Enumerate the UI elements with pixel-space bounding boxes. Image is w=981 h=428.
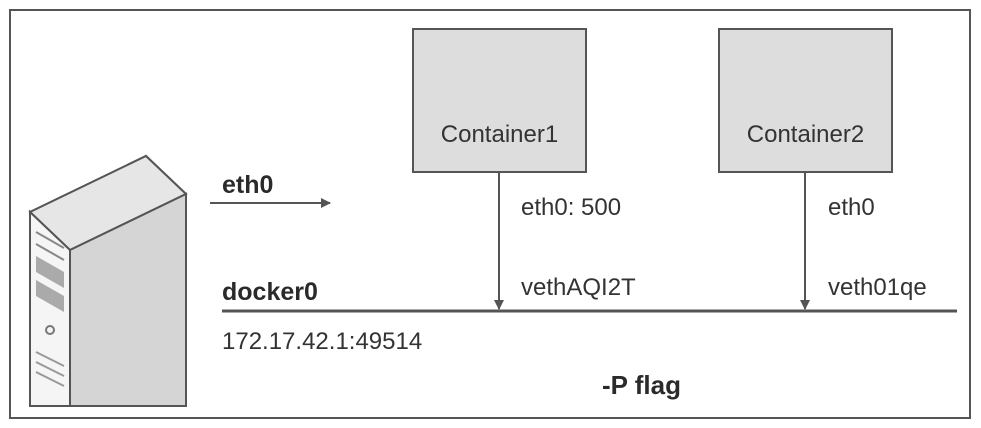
container1-veth-label: vethAQI2T xyxy=(521,274,636,301)
container2-veth-label: veth01qe xyxy=(828,274,927,301)
ip-port-label: 172.17.42.1:49514 xyxy=(222,328,423,355)
container2-label: Container2 xyxy=(746,121,865,148)
container2-box: Container2 xyxy=(718,28,893,173)
p-flag-label: -P flag xyxy=(602,370,681,400)
container1-label: Container1 xyxy=(440,121,559,148)
docker0-label: docker0 xyxy=(222,278,318,306)
container2-eth0-label: eth0 xyxy=(828,194,875,221)
server-tower-icon xyxy=(28,154,188,407)
container1-box: Container1 xyxy=(412,28,587,173)
host-eth0-label: eth0 xyxy=(222,171,274,199)
container1-eth0-label: eth0: 500 xyxy=(521,194,622,221)
